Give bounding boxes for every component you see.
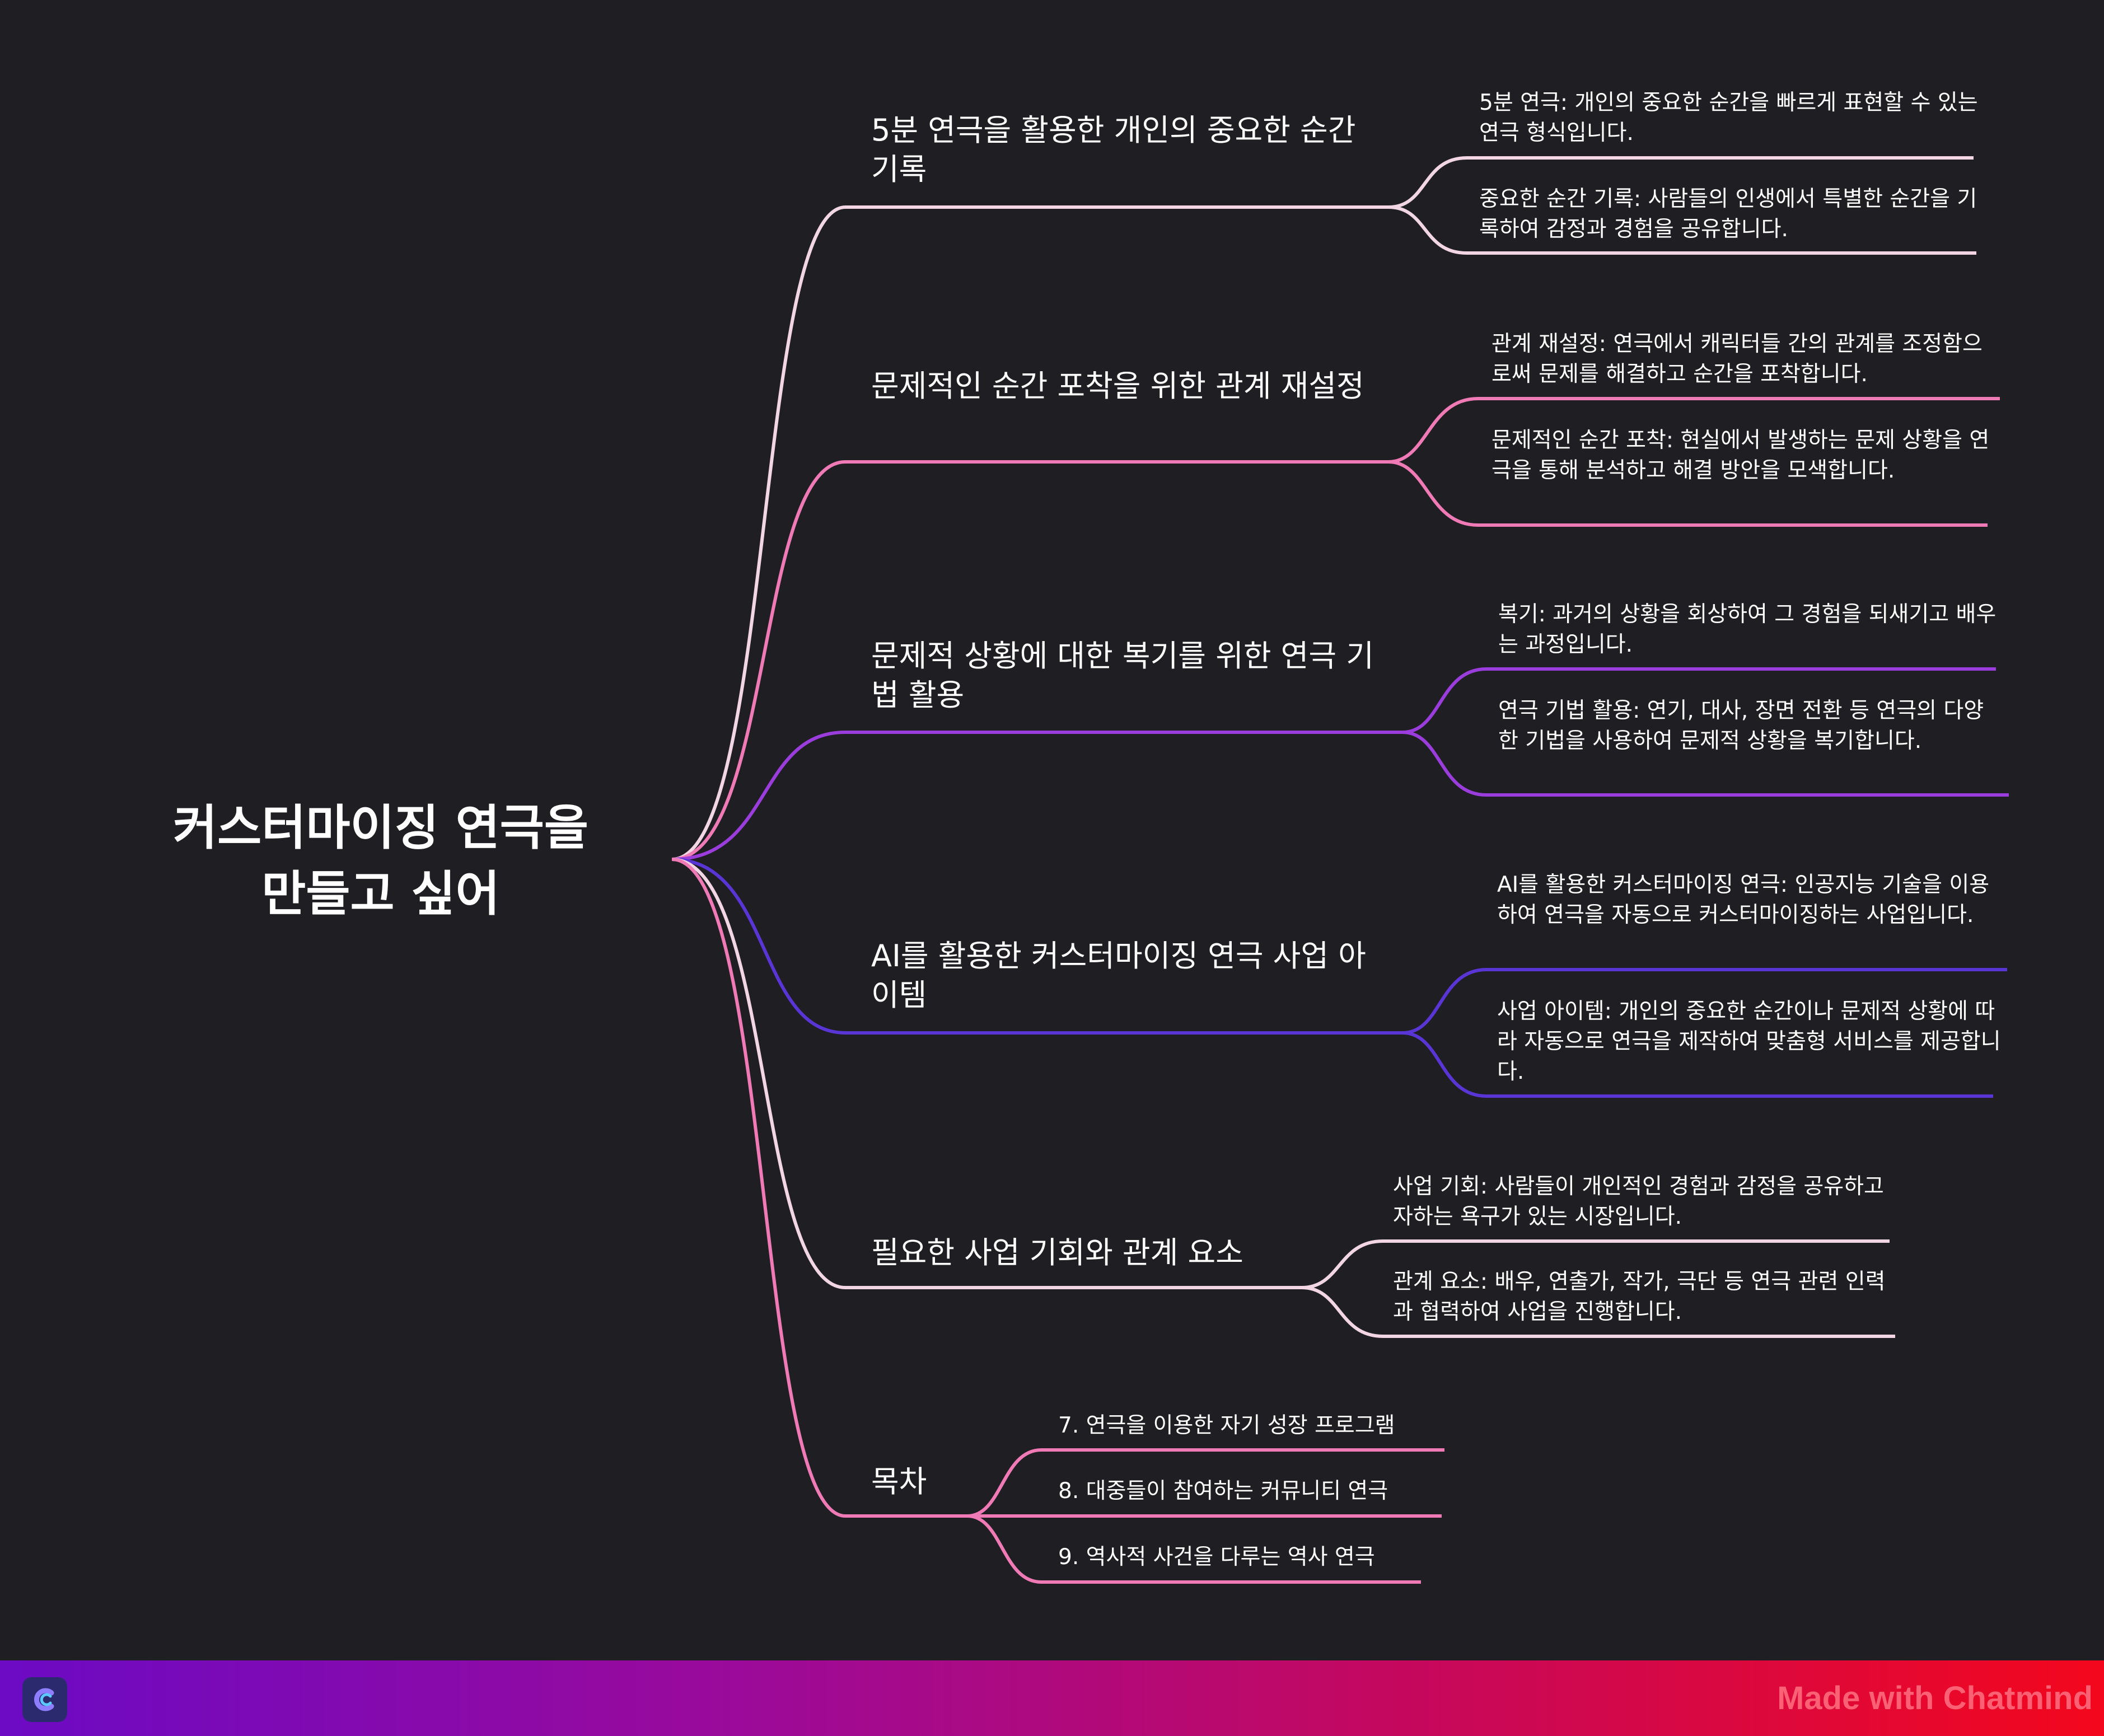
root-link-3 <box>671 731 1402 861</box>
mindmap-canvas: 커스터마이징 연극을 만들고 싶어 5분 연극을 활용한 개인의 중요한 순간 … <box>95 90 2009 1584</box>
leaf-link-2-2 <box>1388 460 1988 527</box>
leaf-node-3-1[interactable]: 복기: 과거의 상황을 회상하여 그 경험을 되새기고 배우는 과정입니다. <box>1498 602 1997 657</box>
leaf-link-3-2 <box>1402 731 2009 797</box>
root-link-1 <box>671 205 1388 861</box>
branch-node-1[interactable]: 5분 연극을 활용한 개인의 중요한 순간 기록 <box>871 113 1356 187</box>
leaf-link-4-2 <box>1402 1031 1993 1098</box>
branch-node-5[interactable]: 필요한 사업 기회와 관계 요소 <box>871 1235 1243 1270</box>
leaf-link-1-1 <box>1388 156 1974 209</box>
leaf-link-2-1 <box>1388 397 2000 464</box>
root-link-2 <box>671 460 1388 861</box>
leaf-link-5-1 <box>1301 1239 1890 1289</box>
footer-bar: Made with Chatmind <box>0 1660 2104 1736</box>
root-title-line-2: 만들고 싶어 <box>261 866 500 922</box>
leaf-node-5-1[interactable]: 사업 기회: 사람들이 개인적인 경험과 감정을 공유하고자하는 욕구가 있는 … <box>1393 1174 1884 1229</box>
made-with-chatmind-label: Made with Chatmind <box>1777 1680 2093 1716</box>
mindmap-links <box>671 156 2009 1584</box>
leaf-link-6-3 <box>967 1514 1421 1584</box>
leaf-link-3-1 <box>1402 667 1996 734</box>
leaf-node-6-1[interactable]: 7. 연극을 이용한 자기 성장 프로그램 <box>1058 1413 1395 1438</box>
chatmind-logo-icon[interactable] <box>22 1677 67 1722</box>
leaf-link-4-1 <box>1402 968 2007 1035</box>
leaf-link-1-2 <box>1388 205 1976 255</box>
leaf-node-4-1[interactable]: AI를 활용한 커스터마이징 연극: 인공지능 기술을 이용하여 연극을 자동으… <box>1497 872 1990 928</box>
root-link-5 <box>671 858 1302 1289</box>
root-title-line-1: 커스터마이징 연극을 <box>172 800 589 856</box>
leaf-node-5-2[interactable]: 관계 요소: 배우, 연출가, 작가, 극단 등 연극 관련 인력과 협력하여 … <box>1393 1269 1886 1325</box>
root-node[interactable]: 커스터마이징 연극을 만들고 싶어 <box>95 795 666 927</box>
leaf-link-5-2 <box>1301 1286 1895 1338</box>
leaf-node-6-3[interactable]: 9. 역사적 사건을 다루는 역사 연극 <box>1058 1545 1375 1570</box>
leaf-link-6-1 <box>967 1448 1444 1518</box>
branch-node-3[interactable]: 문제적 상황에 대한 복기를 위한 연극 기법 활용 <box>871 638 1374 713</box>
branch-node-4[interactable]: AI를 활용한 커스터마이징 연극 사업 아이템 <box>871 938 1366 1013</box>
branch-node-6[interactable]: 목차 <box>871 1464 927 1499</box>
leaf-node-1-2[interactable]: 중요한 순간 기록: 사람들의 인생에서 특별한 순간을 기록하여 감정과 경험… <box>1479 186 1977 242</box>
root-link-6 <box>671 858 967 1518</box>
leaf-node-2-2[interactable]: 문제적인 순간 포착: 현실에서 발생하는 문제 상황을 연극을 통해 분석하고… <box>1491 428 1990 483</box>
branch-node-2[interactable]: 문제적인 순간 포착을 위한 관계 재설정 <box>871 368 1364 404</box>
leaf-node-6-2[interactable]: 8. 대중들이 참여하는 커뮤니티 연극 <box>1058 1478 1388 1504</box>
leaf-node-1-1[interactable]: 5분 연극: 개인의 중요한 순간을 빠르게 표현할 수 있는 연극 형식입니다… <box>1479 90 1978 146</box>
leaf-node-4-2[interactable]: 사업 아이템: 개인의 중요한 순간이나 문제적 상황에 따라 자동으로 연극을… <box>1497 999 2001 1084</box>
leaf-node-2-1[interactable]: 관계 재설정: 연극에서 캐릭터들 간의 관계를 조정함으로써 문제를 해결하고… <box>1491 331 1983 387</box>
leaf-node-3-2[interactable]: 연극 기법 활용: 연기, 대사, 장면 전환 등 연극의 다양한 기법을 사용… <box>1498 698 1984 754</box>
root-link-4 <box>671 858 1402 1035</box>
